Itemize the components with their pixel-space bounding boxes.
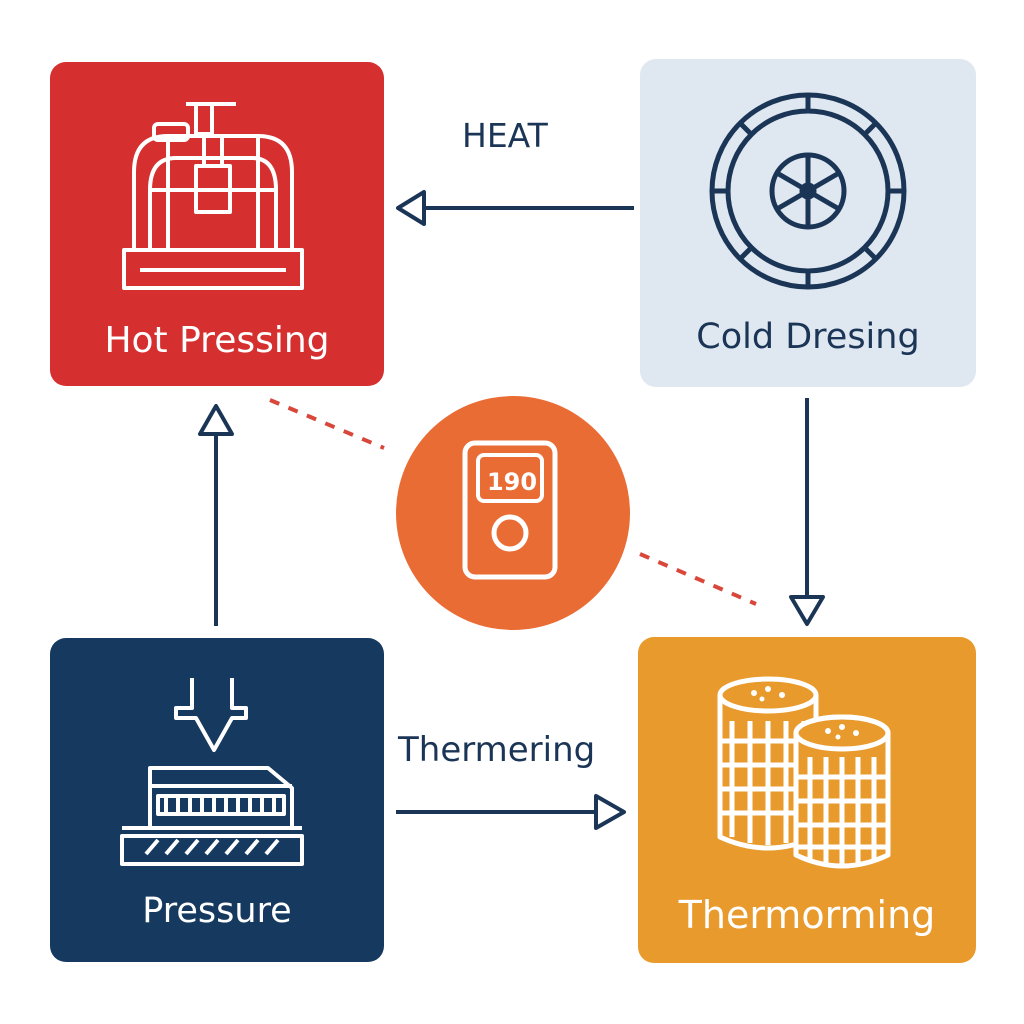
thermostat-value: 190	[486, 468, 538, 496]
arrow-pressure-to-hot	[198, 404, 234, 626]
arrow-cold-to-thermoforming	[789, 398, 825, 626]
press-machine-icon	[122, 102, 304, 290]
arrow-pressure-to-thermoforming	[396, 794, 626, 830]
pressure-label: Pressure	[142, 891, 292, 931]
hot-pressing-node: Hot Pressing	[50, 62, 384, 386]
cold-dressing-label: Cold Dresing	[696, 317, 920, 357]
arrow-cold-to-hot	[396, 190, 634, 226]
cold-dressing-node: Cold Dresing	[640, 59, 976, 387]
pressure-plate-icon	[120, 678, 304, 866]
thermoforming-node: Thermorming	[638, 637, 976, 963]
center-thermostat-node	[396, 396, 630, 630]
cylinders-icon	[717, 676, 891, 869]
dashed-link-lower	[639, 552, 757, 606]
edge-label-thermering: Thermering	[398, 730, 596, 770]
dashed-link-upper	[269, 398, 385, 450]
hot-pressing-label: Hot Pressing	[104, 320, 330, 361]
edge-label-heat: HEAT	[462, 116, 548, 155]
thermoforming-label: Thermorming	[678, 893, 936, 937]
pressure-node: Pressure	[50, 638, 384, 962]
wheel-icon	[709, 92, 907, 290]
